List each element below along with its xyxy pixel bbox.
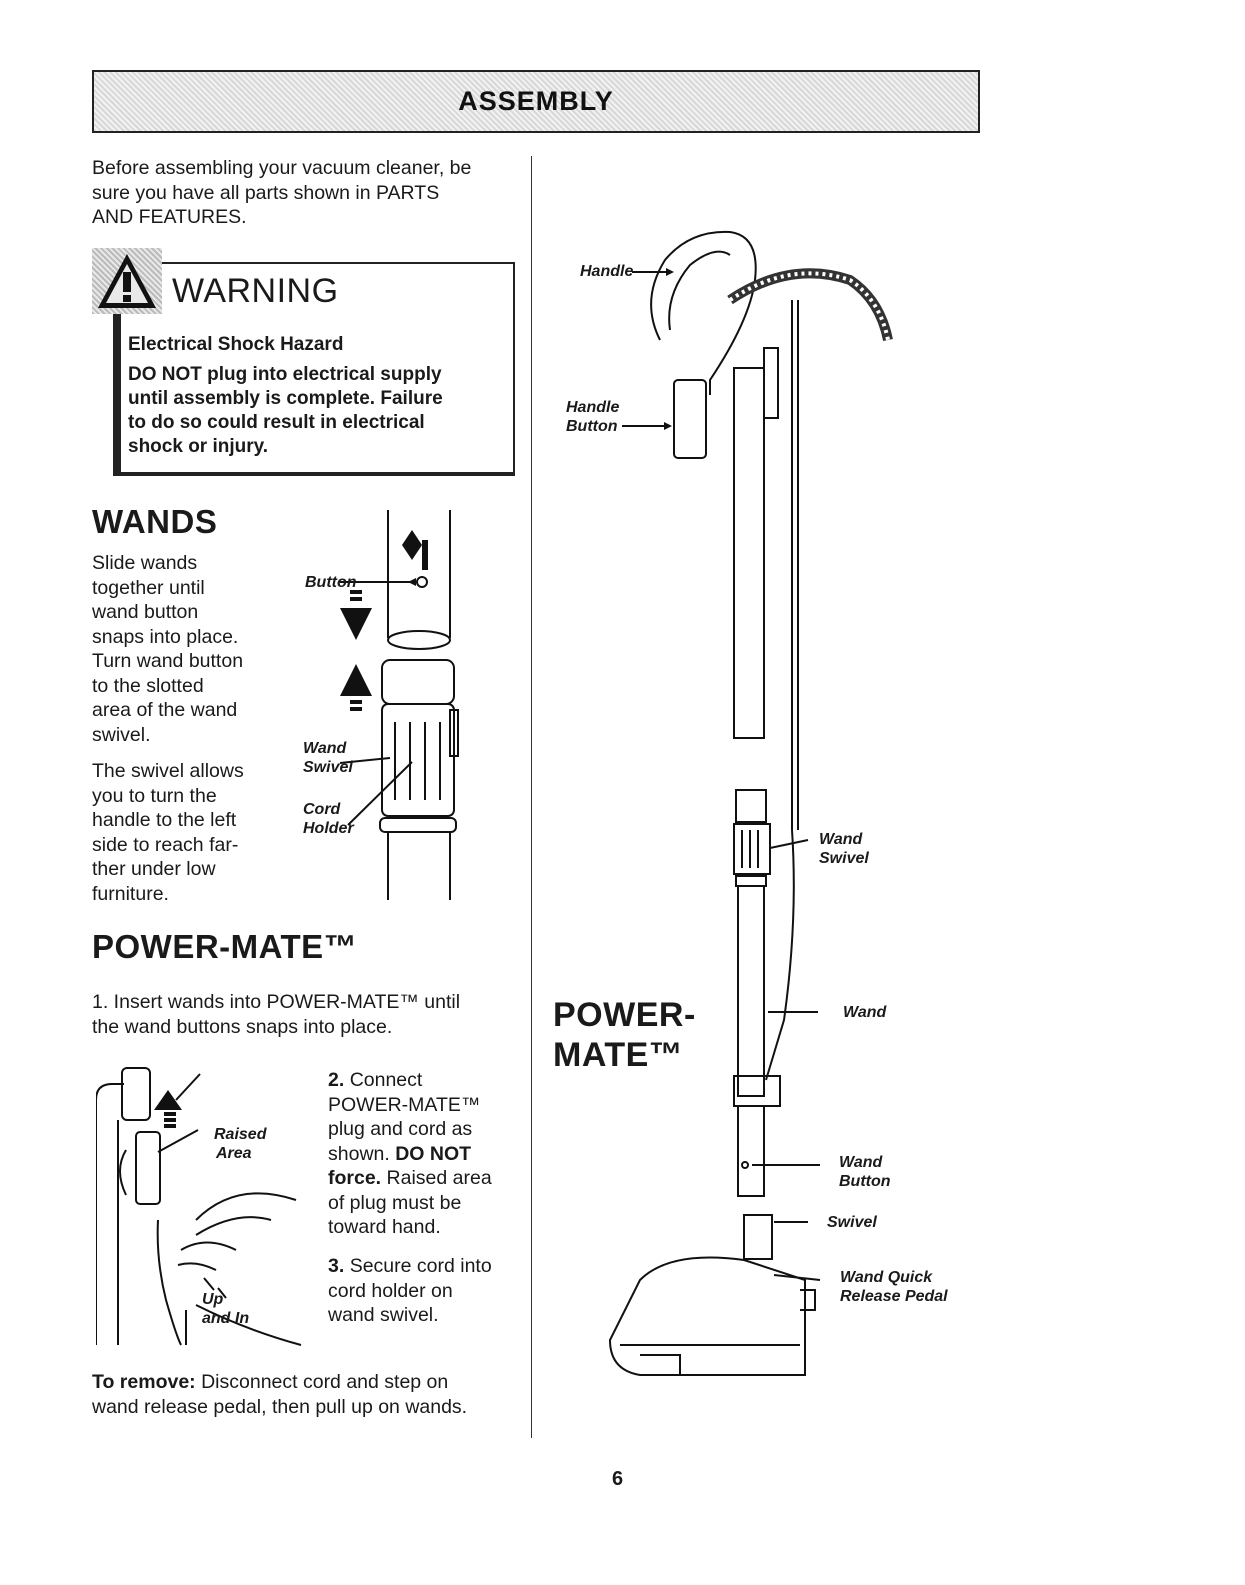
step-number: 2. [328, 1069, 345, 1091]
text-line: area of the wand [92, 699, 238, 721]
text-line: snaps into place. [92, 625, 239, 648]
label-up-and-in: Up and In [202, 1290, 249, 1328]
bold-text: To remove: [92, 1371, 196, 1393]
powermate-heading: POWER-MATE™ [92, 928, 358, 965]
text-line: cord holder on [328, 1279, 453, 1302]
text-line: the wand buttons snaps into place. [92, 1015, 393, 1038]
label-line: Swivel [303, 759, 353, 776]
intro-line: Before assembling your vacuum cleaner, b… [92, 157, 472, 179]
text-line: 1. Insert wands into POWER-MATE™ until [92, 991, 461, 1013]
label-line: Wand [303, 740, 347, 757]
text-line: Slide wands [92, 552, 198, 574]
wand-swivel-illustration [339, 510, 459, 900]
text-line: side to reach far- [92, 833, 239, 856]
label-line: Wand [819, 831, 863, 848]
text-line: together until [92, 576, 205, 599]
label-wand-swivel: Wand Swivel [303, 739, 353, 777]
text-line: ther under low [92, 858, 216, 880]
text-line: you to turn the [92, 784, 217, 807]
text-line: to the slotted [92, 674, 204, 697]
warning-subtitle: Electrical Shock Hazard [128, 334, 344, 355]
label-wand-button: Wand Button [839, 1153, 891, 1191]
text-line: shown. [328, 1142, 396, 1165]
text-line: Turn wand button [92, 650, 244, 672]
label-swivel: Swivel [827, 1214, 877, 1231]
remove-instructions: To remove: Disconnect cord and step on w… [92, 1370, 467, 1419]
label-line: Wand [839, 1154, 883, 1171]
text-line: wand button [92, 601, 199, 623]
label-button: Button [305, 574, 357, 591]
page-number: 6 [612, 1468, 624, 1490]
label-wand: Wand [843, 1004, 887, 1021]
intro-line: AND FEATURES. [92, 206, 247, 228]
label-handle: Handle [580, 263, 634, 280]
heading-line: MATE™ [553, 1036, 684, 1074]
text-line: of plug must be [328, 1191, 462, 1214]
column-divider [531, 156, 532, 1438]
warning-line: to do so could result in electrical [128, 412, 425, 433]
vacuum-assembly-diagram [608, 230, 893, 1376]
step-number: 3. [328, 1255, 345, 1277]
text-line: swivel. [92, 723, 151, 746]
warning-line: shock or injury. [128, 436, 269, 457]
heading-line: POWER- [553, 996, 696, 1034]
text-line: Connect [349, 1069, 423, 1091]
label-line: Area [216, 1145, 252, 1162]
warning-line: DO NOT plug into electrical supply [128, 364, 442, 385]
intro-line: sure you have all parts shown in PARTS [92, 181, 440, 204]
label-line: Button [566, 418, 618, 435]
label-release-pedal: Wand Quick Release Pedal [840, 1268, 948, 1306]
powermate-step-2: 2. Connect POWER-MATE™ plug and cord as … [328, 1068, 518, 1240]
bold-text: DO NOT [395, 1142, 472, 1165]
text-line: Disconnect cord and step on [195, 1371, 449, 1393]
section-banner: ASSEMBLY [92, 70, 980, 133]
label-line: Cord [303, 801, 341, 818]
label-line: Button [839, 1173, 891, 1190]
warning-line: until assembly is complete. Failure [128, 388, 443, 409]
label-line: Wand Quick [840, 1269, 933, 1286]
intro-paragraph: Before assembling your vacuum cleaner, b… [92, 156, 471, 230]
warning-bar [113, 262, 121, 476]
text-line: toward hand. [328, 1216, 441, 1238]
warning-title: WARNING [172, 272, 339, 310]
text-line: furniture. [92, 882, 169, 905]
label-cord-holder: Cord Holder [303, 800, 354, 838]
label-wand-swivel-right: Wand Swivel [819, 830, 869, 868]
text-line: plug and cord as [328, 1118, 473, 1140]
warning-text: DO NOT plug into electrical supply until… [128, 363, 508, 459]
powermate-step-3: 3. Secure cord into cord holder on wand … [328, 1254, 518, 1328]
label-line: Raised [214, 1126, 267, 1143]
wands-paragraph-1: Slide wands together until wand button s… [92, 551, 282, 747]
text-line: wand release pedal, then pull up on wand… [92, 1395, 468, 1418]
text-line: The swivel allows [92, 760, 244, 782]
label-raised-area: Raised Area [214, 1125, 266, 1163]
section-title: ASSEMBLY [458, 86, 614, 116]
label-line: Swivel [819, 850, 869, 867]
label-line: and In [202, 1310, 250, 1327]
powermate-diagram-heading: POWER- MATE™ [553, 995, 696, 1075]
label-line: Holder [303, 820, 354, 837]
label-line: Up [202, 1291, 224, 1308]
powermate-step-1: 1. Insert wands into POWER-MATE™ until t… [92, 990, 460, 1039]
wands-paragraph-2: The swivel allows you to turn the handle… [92, 759, 282, 906]
bold-text: force. [328, 1167, 382, 1189]
text-line: wand swivel. [328, 1304, 439, 1326]
label-line: Handle [566, 399, 620, 416]
wands-heading: WANDS [92, 503, 218, 540]
label-line: Release Pedal [840, 1288, 948, 1305]
plug-connection-illustration [96, 1067, 302, 1346]
text-line: handle to the left [92, 809, 237, 831]
warning-triangle-icon [92, 248, 162, 314]
text-line: POWER-MATE™ [328, 1093, 481, 1116]
label-handle-button: Handle Button [566, 398, 619, 436]
text-line: Raised area [381, 1167, 492, 1189]
text-line: Secure cord into [349, 1255, 492, 1277]
